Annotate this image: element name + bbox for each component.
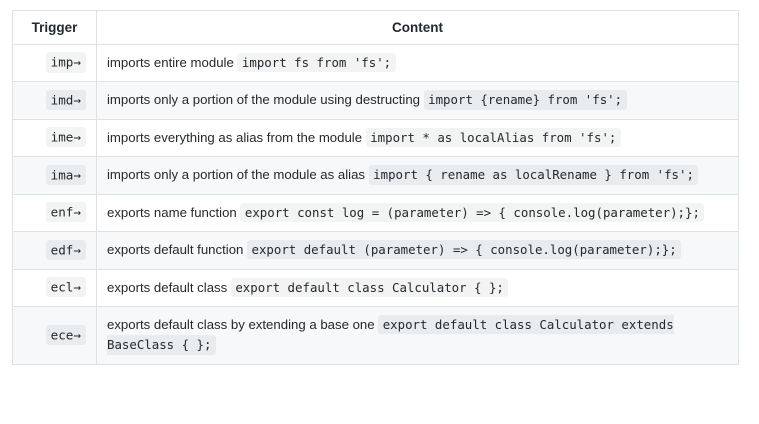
table-row: imd→ imports only a portion of the module… <box>12 81 739 120</box>
snippet-description: imports entire module <box>107 55 238 70</box>
snippet-code: export const log = (parameter) => { cons… <box>240 202 705 223</box>
column-header-trigger: Trigger <box>12 10 97 45</box>
content-cell: imports only a portion of the module as … <box>96 156 739 195</box>
table-row: ime→ imports everything as alias from the… <box>12 118 739 158</box>
content-cell: imports everything as alias from the mod… <box>96 118 739 158</box>
trigger-code: edf→ <box>45 239 86 260</box>
snippet-description: imports only a portion of the module usi… <box>107 92 424 108</box>
snippet-code: import fs from 'fs'; <box>237 52 396 73</box>
content-cell: exports default function export default … <box>96 231 739 270</box>
table-row: ece→ exports default class by extending a… <box>12 306 739 366</box>
trigger-cell: imd→ <box>12 81 97 120</box>
snippet-code: import { rename as localRename } from 'f… <box>368 165 699 185</box>
content-cell: exports name function export const log =… <box>96 193 739 233</box>
snippet-description: exports default class <box>107 279 231 295</box>
snippet-code: import * as localAlias from 'fs'; <box>365 127 621 148</box>
snippet-code: export default class Calculator { }; <box>230 277 509 297</box>
snippet-code: import {rename} from 'fs'; <box>423 90 627 110</box>
table-row: ecl→ exports default class export default… <box>12 268 739 308</box>
trigger-code: enf→ <box>45 202 86 223</box>
snippet-description: exports name function <box>107 204 241 220</box>
table-row: imp→ imports entire module import fs from… <box>12 43 739 83</box>
trigger-cell: enf→ <box>12 193 97 233</box>
content-cell: exports default class export default cla… <box>96 268 739 308</box>
trigger-cell: ece→ <box>12 306 97 366</box>
table-body: imp→ imports entire module import fs from… <box>12 43 739 366</box>
snippet-code: export default (parameter) => { console.… <box>247 240 682 260</box>
snippet-description: imports everything as alias from the mod… <box>107 129 366 145</box>
table-row: ima→ imports only a portion of the module… <box>12 156 739 195</box>
trigger-cell: imp→ <box>12 43 97 83</box>
table-row: edf→ exports default function export defa… <box>12 231 739 270</box>
table-header: Trigger Content <box>12 10 739 45</box>
snippets-table: Trigger Content imp→ imports entire modul… <box>12 10 739 366</box>
column-header-content: Content <box>96 10 739 45</box>
snippet-description: exports default class by extending a bas… <box>107 317 379 333</box>
table-header-row: Trigger Content <box>12 10 739 45</box>
trigger-code: imp→ <box>45 52 86 73</box>
content-cell: imports only a portion of the module usi… <box>96 81 739 120</box>
trigger-code: ima→ <box>45 164 86 185</box>
content-cell: exports default class by extending a bas… <box>96 306 739 366</box>
trigger-cell: ecl→ <box>12 268 97 308</box>
trigger-code: ecl→ <box>45 277 86 298</box>
trigger-code: ime→ <box>45 127 86 148</box>
trigger-cell: ime→ <box>12 118 97 158</box>
table-row: enf→ exports name function export const l… <box>12 193 739 233</box>
trigger-code: imd→ <box>45 89 86 110</box>
trigger-cell: edf→ <box>12 231 97 270</box>
snippet-description: imports only a portion of the module as … <box>107 167 369 183</box>
snippet-description: exports default function <box>107 242 248 258</box>
content-cell: imports entire module import fs from 'fs… <box>96 43 739 83</box>
trigger-cell: ima→ <box>12 156 97 195</box>
trigger-code: ece→ <box>45 324 86 345</box>
